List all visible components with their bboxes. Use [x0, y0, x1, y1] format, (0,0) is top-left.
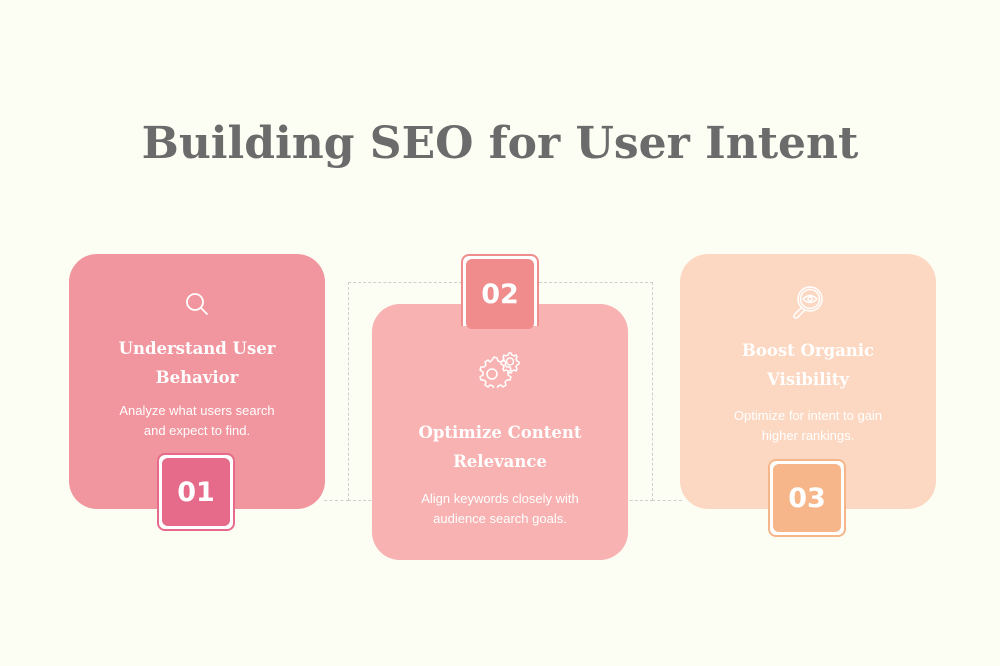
step-heading: Optimize Content Relevance [372, 418, 628, 476]
step-card-3: Boost Organic Visibility Optimize for in… [680, 254, 936, 509]
heading-line: Understand User [118, 339, 276, 358]
heading-line: Relevance [453, 452, 547, 471]
gears-icon [372, 350, 628, 393]
step-badge-3: 03 [768, 459, 846, 537]
desc-line: Optimize for intent to gain [733, 408, 883, 423]
desc-line: Align keywords closely with [421, 491, 579, 506]
heading-line: Boost Organic [741, 341, 875, 360]
search-icon [69, 290, 325, 323]
step-number: 03 [773, 464, 841, 532]
step-number: 02 [466, 259, 534, 329]
heading-line: Optimize Content [418, 423, 582, 442]
eye-magnifier-icon [680, 284, 936, 325]
connector-1-2-stub [324, 500, 349, 501]
step-number: 01 [162, 458, 230, 526]
desc-line: higher rankings. [761, 428, 855, 443]
step-description: Align keywords closely with audience sea… [372, 489, 628, 529]
page-title: Building SEO for User Intent [141, 118, 859, 169]
desc-line: and expect to find. [143, 423, 251, 438]
step-heading: Boost Organic Visibility [680, 336, 936, 394]
step-badge-2: 02 [461, 254, 539, 329]
heading-line: Visibility [767, 370, 849, 389]
step-heading: Understand User Behavior [69, 334, 325, 392]
step-description: Analyze what users search and expect to … [69, 401, 325, 441]
connector-2-3-stub [652, 500, 682, 501]
step-card-2: Optimize Content Relevance Align keyword… [372, 304, 628, 560]
desc-line: Analyze what users search [119, 403, 275, 418]
step-badge-1: 01 [157, 453, 235, 531]
heading-line: Behavior [155, 368, 239, 387]
step-description: Optimize for intent to gain higher ranki… [680, 406, 936, 446]
desc-line: audience search goals. [433, 511, 567, 526]
